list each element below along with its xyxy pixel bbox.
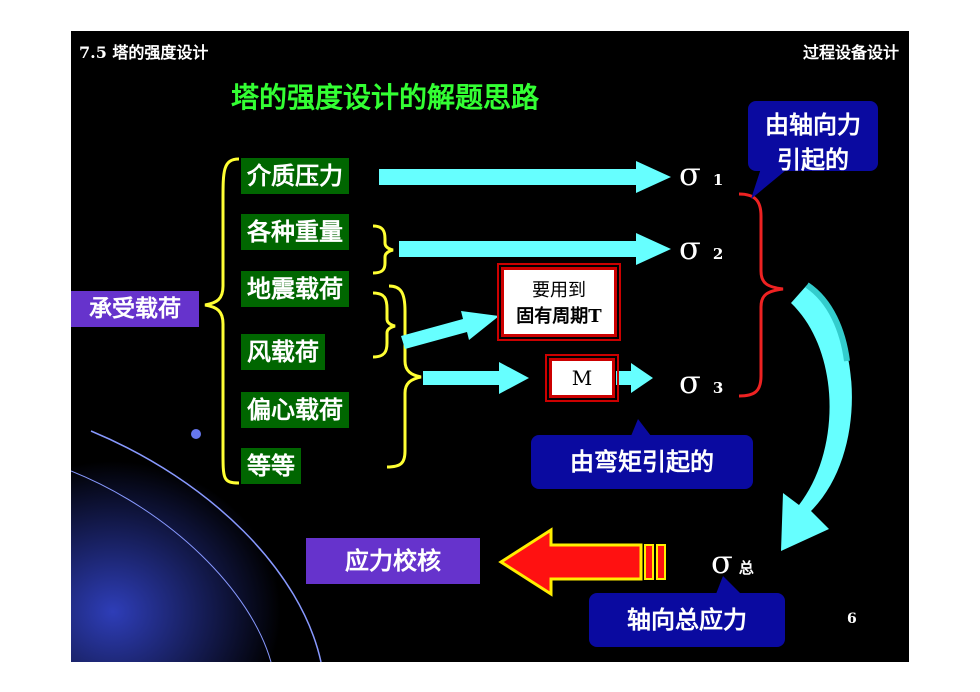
bending-callout: 由弯矩引起的 — [531, 435, 753, 489]
load-item: 介质压力 — [241, 158, 349, 194]
stress-check-label: 应力校核 — [306, 538, 480, 584]
small-brace — [372, 291, 396, 359]
red-brace — [738, 192, 784, 398]
natural-period-line1: 要用到 — [532, 280, 586, 301]
natural-period-box: 要用到 固有周期T — [497, 263, 621, 341]
load-item: 地震载荷 — [241, 271, 349, 307]
slide: 7.5 塔的强度设计 过程设备设计 塔的强度设计的解题思路 承受载荷 介质压力 … — [71, 31, 909, 662]
small-brace — [372, 224, 394, 275]
curved-arrow — [781, 285, 852, 551]
section-label: 7.5 塔的强度设计 — [79, 43, 209, 62]
load-category-label: 承受载荷 — [71, 291, 199, 327]
course-label: 过程设备设计 — [802, 43, 899, 62]
slide-title: 塔的强度设计的解题思路 — [231, 81, 540, 114]
arrow — [379, 161, 671, 193]
total-axial-callout: 轴向总应力 — [589, 593, 785, 647]
check-arrow — [498, 527, 643, 597]
load-item: 偏心载荷 — [241, 392, 349, 428]
natural-period-line2: 固有周期T — [516, 306, 602, 327]
diagram-connectors — [204, 157, 852, 597]
arrow — [399, 233, 671, 265]
load-item: 等等 — [241, 448, 301, 484]
page-number: 6 — [847, 611, 857, 627]
axial-force-callout: 由轴向力 引起的 — [748, 101, 878, 174]
large-brace — [386, 284, 422, 469]
load-item: 风载荷 — [241, 334, 325, 370]
arrow — [423, 362, 529, 394]
background-decoration — [71, 411, 351, 662]
callout-pointer — [716, 576, 741, 594]
moment-box: M — [545, 354, 619, 402]
main-brace — [204, 157, 240, 485]
load-item: 各种重量 — [241, 214, 349, 250]
arrow — [616, 363, 653, 393]
callout-pointer — [631, 419, 651, 436]
arrow — [401, 311, 499, 349]
